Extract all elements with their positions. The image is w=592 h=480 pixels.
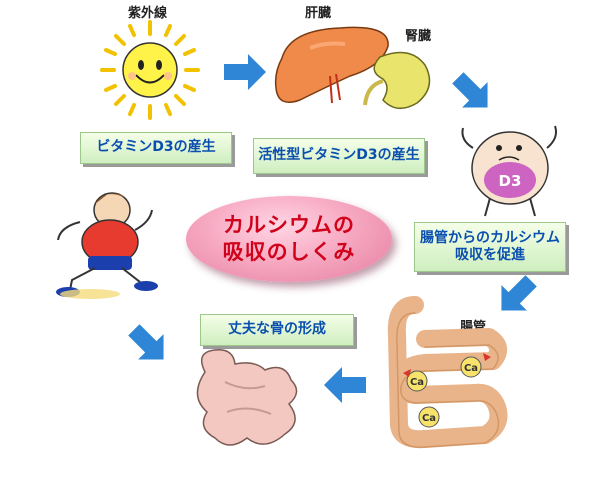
title-line1: カルシウムの <box>223 212 355 237</box>
calcium-symbol: Ca <box>422 413 436 424</box>
vitamin-d3-character: D3 <box>461 125 557 217</box>
liver-label: 肝臓 <box>305 6 332 21</box>
title-line2: 吸収のしくみ <box>222 240 356 264</box>
absorption-line1: 腸管からのカルシウム <box>420 229 560 246</box>
liver-illustration <box>274 26 389 104</box>
calcium-ion-1: Ca <box>406 370 428 392</box>
intestine-illustration: Ca Ca Ca <box>387 296 508 449</box>
calcium-ion-2: Ca <box>460 356 482 378</box>
uv-label: 紫外線 <box>128 6 168 21</box>
arrow-kidney-to-d3 <box>445 65 501 121</box>
runner-illustration <box>56 192 158 299</box>
bone-illustration <box>196 349 298 446</box>
step-bone-formation: 丈夫な骨の形成 <box>200 314 354 346</box>
arrow-sun-to-liver <box>224 54 266 90</box>
absorption-line2: 吸収を促進 <box>455 247 525 263</box>
arrow-intestine-to-bone <box>324 367 366 403</box>
step-calcium-absorption: 腸管からのカルシウム 吸収を促進 <box>414 222 566 272</box>
sun-illustration <box>100 20 200 120</box>
arrow-absorption-to-intestine <box>488 268 544 324</box>
kidney-label: 腎臓 <box>405 29 432 44</box>
calcium-symbol: Ca <box>464 363 478 374</box>
calcium-symbol: Ca <box>410 377 424 388</box>
calcium-ion-3: Ca <box>418 406 440 428</box>
arrow-runner-to-bone <box>121 317 177 373</box>
step-active-vitamin-d3: 活性型ビタミンD3の産生 <box>253 138 425 174</box>
step-vitamin-d3-production: ビタミンD3の産生 <box>80 132 232 164</box>
center-title: カルシウムの 吸収のしくみ <box>186 196 392 282</box>
kidney-illustration <box>363 51 431 109</box>
d3-badge-text: D3 <box>499 172 522 190</box>
